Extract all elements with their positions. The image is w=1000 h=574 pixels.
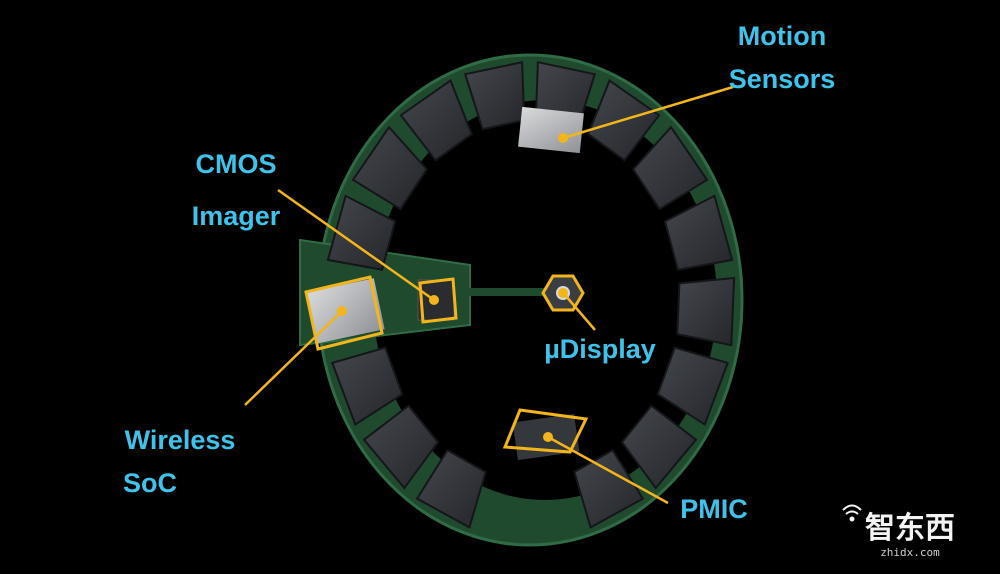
battery-cell	[326, 194, 397, 271]
cmos-highlight	[418, 277, 458, 324]
cmos-leader	[277, 188, 435, 302]
pmic-highlight	[502, 408, 589, 454]
label-cmos-line2: Imager	[192, 201, 281, 231]
watermark-brand: 智东西	[865, 511, 955, 546]
callout-highlights	[304, 275, 589, 454]
callout-dots	[337, 133, 568, 442]
label-motion-line2: Sensors	[729, 64, 836, 94]
battery-cell	[620, 404, 698, 490]
battery-cell	[631, 125, 709, 211]
label-pmic: PMIC	[680, 494, 748, 524]
flex-trace	[455, 288, 545, 296]
label-cmos-line1: CMOS	[196, 149, 277, 179]
motion-leader	[562, 85, 734, 140]
label-udisplay: µDisplay	[544, 334, 656, 364]
pmic-leader	[547, 435, 669, 505]
battery-cell	[399, 79, 474, 162]
label-soc-line2: SoC	[123, 468, 177, 498]
wifi-icon	[842, 504, 862, 522]
cmos-dot	[429, 295, 439, 305]
watermark-domain: zhidx.com	[880, 546, 940, 559]
soc-leader	[244, 310, 343, 406]
battery-cell	[330, 346, 404, 427]
battery-cell	[663, 194, 734, 271]
label-soc-line1: Wireless	[125, 425, 236, 455]
battery-cell	[676, 276, 736, 347]
battery-cell	[656, 346, 730, 427]
udisplay-dot	[558, 288, 568, 298]
motion-dot	[558, 133, 568, 143]
battery-cell	[362, 404, 440, 490]
label-motion-line1: Motion	[738, 21, 826, 51]
udisplay-leader	[564, 294, 596, 331]
battery-cell	[573, 448, 645, 529]
battery-cell	[351, 125, 429, 211]
battery-cell	[415, 448, 487, 529]
watermark: 智东西 zhidx.com	[842, 504, 955, 559]
callout-lines	[244, 85, 734, 505]
pmic-dot	[543, 432, 553, 442]
soc-highlight	[304, 275, 384, 351]
motion-sensor-chip	[518, 106, 584, 154]
soc-dot	[337, 306, 347, 316]
